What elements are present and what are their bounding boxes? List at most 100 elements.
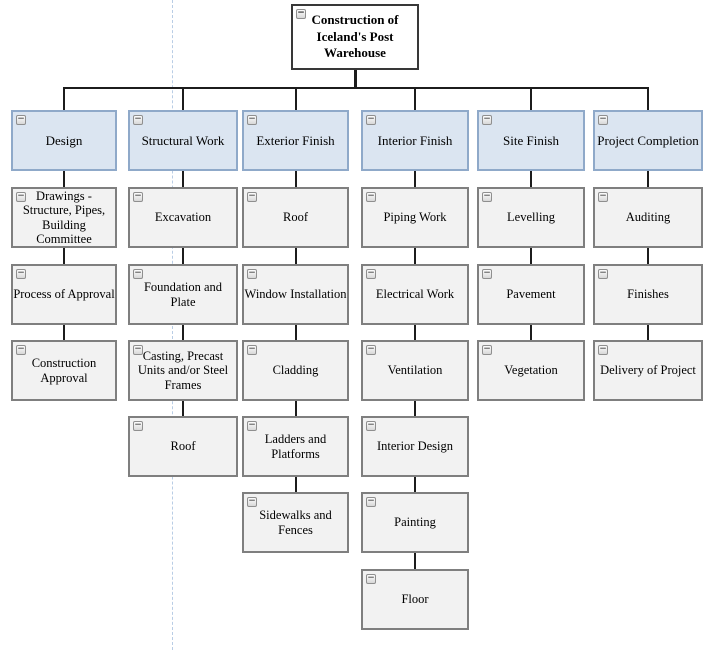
connector-line xyxy=(647,87,649,110)
collapse-minus-icon[interactable]: − xyxy=(133,114,143,125)
wbs-phase-node-interior-finish[interactable]: −Interior Finish xyxy=(361,110,469,171)
wbs-task-node-vegetation-label: Vegetation xyxy=(504,363,558,378)
wbs-root-node-label: Construction of Iceland's Post Warehouse xyxy=(311,11,399,61)
connector-line xyxy=(294,171,297,187)
collapse-minus-icon[interactable]: − xyxy=(366,268,376,279)
connector-line xyxy=(414,171,416,187)
wbs-task-node-ventilation[interactable]: −Ventilation xyxy=(361,340,469,401)
wbs-task-node-process-of-approval[interactable]: − Process of Approval xyxy=(11,264,117,325)
connector-line xyxy=(182,171,184,187)
collapse-minus-icon[interactable]: − xyxy=(16,344,26,355)
wbs-phase-node-structural-work[interactable]: − Structural Work xyxy=(128,110,238,171)
collapse-minus-icon[interactable]: − xyxy=(16,268,26,279)
collapse-minus-icon[interactable]: − xyxy=(247,268,257,279)
wbs-task-node-process-of-approval-label: Process of Approval xyxy=(13,287,115,302)
wbs-task-node-pavement[interactable]: − Pavement xyxy=(477,264,585,325)
wbs-task-node-delivery-of-project-label: Delivery of Project xyxy=(600,363,696,378)
connector-line xyxy=(294,401,297,416)
wbs-phase-node-project-completion[interactable]: −Project Completion xyxy=(593,110,703,171)
wbs-task-node-pavement-label: Pavement xyxy=(506,287,556,302)
collapse-minus-icon[interactable]: − xyxy=(247,114,257,125)
collapse-minus-icon[interactable]: − xyxy=(482,191,492,202)
wbs-task-node-sidewalks-and-fences[interactable]: −Sidewalks and Fences xyxy=(242,492,349,553)
wbs-task-node-casting-precast-units-and-or-steel-frames[interactable]: −Casting, Precast Units and/or Steel Fra… xyxy=(128,340,238,401)
wbs-task-node-painting[interactable]: − Painting xyxy=(361,492,469,553)
collapse-minus-icon[interactable]: − xyxy=(247,496,257,507)
wbs-task-node-electrical-work[interactable]: −Electrical Work xyxy=(361,264,469,325)
wbs-task-node-levelling[interactable]: − Levelling xyxy=(477,187,585,248)
connector-line xyxy=(182,325,184,340)
connector-line xyxy=(353,70,357,89)
connector-line xyxy=(414,248,416,264)
connector-line xyxy=(414,401,416,416)
wbs-task-node-interior-design-label: Interior Design xyxy=(376,439,454,454)
wbs-task-node-window-installation-label: Window Installation xyxy=(244,287,347,302)
collapse-minus-icon[interactable]: − xyxy=(366,344,376,355)
collapse-minus-icon[interactable]: − xyxy=(366,114,376,125)
connector-line xyxy=(294,87,297,110)
collapse-minus-icon[interactable]: − xyxy=(133,420,143,431)
wbs-task-node-roof-label: Roof xyxy=(283,210,308,225)
wbs-task-node-cladding-label: Cladding xyxy=(272,363,319,378)
wbs-phase-node-structural-work-label: Structural Work xyxy=(141,132,225,148)
wbs-task-node-roof[interactable]: − Roof xyxy=(128,416,238,477)
wbs-phase-node-design[interactable]: −Design xyxy=(11,110,117,171)
connector-line xyxy=(414,87,416,110)
wbs-task-node-interior-design[interactable]: −Interior Design xyxy=(361,416,469,477)
collapse-minus-icon[interactable]: − xyxy=(366,496,376,507)
connector-line xyxy=(63,87,65,110)
wbs-task-node-roof-label: Roof xyxy=(170,439,196,454)
wbs-task-node-drawings-structure-pipes-building-committee[interactable]: −Drawings - Structure, Pipes, Building C… xyxy=(11,187,117,248)
wbs-task-node-construction-approval-label: Construction Approval xyxy=(31,356,97,385)
collapse-minus-icon[interactable]: − xyxy=(598,191,608,202)
collapse-minus-icon[interactable]: − xyxy=(366,191,376,202)
collapse-minus-icon[interactable]: − xyxy=(366,573,376,584)
collapse-minus-icon[interactable]: − xyxy=(16,114,26,125)
wbs-task-node-piping-work[interactable]: −Piping Work xyxy=(361,187,469,248)
wbs-task-node-ladders-and-platforms[interactable]: −Ladders and Platforms xyxy=(242,416,349,477)
collapse-minus-icon[interactable]: − xyxy=(296,8,306,19)
connector-line xyxy=(647,325,649,340)
collapse-minus-icon[interactable]: − xyxy=(598,268,608,279)
connector-line xyxy=(294,248,297,264)
connector-line xyxy=(414,553,416,569)
collapse-minus-icon[interactable]: − xyxy=(16,191,26,202)
collapse-minus-icon[interactable]: − xyxy=(247,191,257,202)
wbs-phase-node-interior-finish-label: Interior Finish xyxy=(377,132,453,148)
wbs-phase-node-site-finish[interactable]: −Site Finish xyxy=(477,110,585,171)
connector-line xyxy=(182,87,184,110)
wbs-task-node-auditing[interactable]: −Auditing xyxy=(593,187,703,248)
wbs-task-node-levelling-label: Levelling xyxy=(507,210,555,225)
connector-line xyxy=(182,248,184,264)
collapse-minus-icon[interactable]: − xyxy=(366,420,376,431)
wbs-phase-node-site-finish-label: Site Finish xyxy=(503,132,559,148)
wbs-task-node-excavation-label: Excavation xyxy=(154,210,212,225)
connector-line xyxy=(63,325,65,340)
collapse-minus-icon[interactable]: − xyxy=(133,344,143,355)
collapse-minus-icon[interactable]: − xyxy=(598,344,608,355)
collapse-minus-icon[interactable]: − xyxy=(133,191,143,202)
collapse-minus-icon[interactable]: − xyxy=(482,344,492,355)
collapse-minus-icon[interactable]: − xyxy=(247,420,257,431)
wbs-task-node-delivery-of-project[interactable]: − Delivery of Project xyxy=(593,340,703,401)
wbs-task-node-ventilation-label: Ventilation xyxy=(387,363,443,378)
collapse-minus-icon[interactable]: − xyxy=(247,344,257,355)
wbs-task-node-floor[interactable]: −Floor xyxy=(361,569,469,630)
wbs-root-node[interactable]: −Construction of Iceland's Post Warehous… xyxy=(291,4,419,70)
wbs-task-node-window-installation[interactable]: − Window Installation xyxy=(242,264,349,325)
collapse-minus-icon[interactable]: − xyxy=(482,268,492,279)
connector-line xyxy=(182,401,184,416)
wbs-task-node-roof[interactable]: − Roof xyxy=(242,187,349,248)
wbs-task-node-finishes[interactable]: −Finishes xyxy=(593,264,703,325)
collapse-minus-icon[interactable]: − xyxy=(482,114,492,125)
wbs-phase-node-exterior-finish[interactable]: −Exterior Finish xyxy=(242,110,349,171)
wbs-task-node-painting-label: Painting xyxy=(394,515,436,530)
wbs-task-node-foundation-and-plate[interactable]: −Foundation and Plate xyxy=(128,264,238,325)
wbs-task-node-cladding[interactable]: − Cladding xyxy=(242,340,349,401)
collapse-minus-icon[interactable]: − xyxy=(133,268,143,279)
collapse-minus-icon[interactable]: − xyxy=(598,114,608,125)
wbs-task-node-excavation[interactable]: −Excavation xyxy=(128,187,238,248)
wbs-task-node-vegetation[interactable]: − Vegetation xyxy=(477,340,585,401)
wbs-task-node-construction-approval[interactable]: −Construction Approval xyxy=(11,340,117,401)
